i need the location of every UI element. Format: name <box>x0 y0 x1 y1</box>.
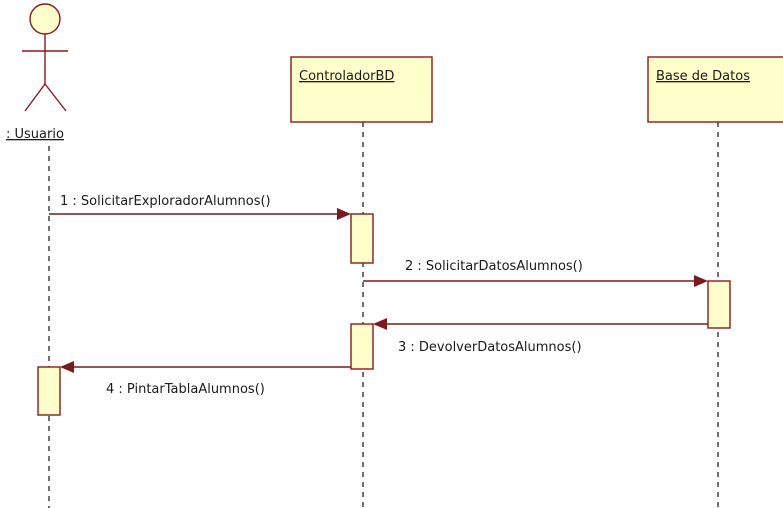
actor-usuario: : Usuario <box>6 3 68 142</box>
object-base-de-datos: Base de Datos <box>647 56 783 123</box>
object-base-de-datos-label: Base de Datos <box>656 69 750 84</box>
object-controladorbd-box <box>290 56 433 123</box>
message-4-label: 4 : PintarTablaAlumnos() <box>106 382 265 397</box>
message-2: 2 : SolicitarDatosAlumnos() <box>363 259 708 287</box>
message-3: 3 : DevolverDatosAlumnos() <box>373 318 708 355</box>
actor-right-leg-icon <box>44 83 67 112</box>
message-1: 1 : SolicitarExploradorAlumnos() <box>49 194 351 220</box>
message-2-label: 2 : SolicitarDatosAlumnos() <box>405 259 583 274</box>
activation-controladorbd-2 <box>350 323 374 370</box>
message-3-label: 3 : DevolverDatosAlumnos() <box>398 340 582 355</box>
object-base-de-datos-box <box>647 56 783 123</box>
actor-head-icon <box>29 3 61 35</box>
activation-usuario <box>37 366 61 416</box>
activation-controladorbd-1 <box>350 213 374 264</box>
object-controladorbd-label: ControladorBD <box>299 69 394 84</box>
message-1-label: 1 : SolicitarExploradorAlumnos() <box>60 194 271 209</box>
actor-usuario-label: : Usuario <box>6 127 64 142</box>
object-controladorbd: ControladorBD <box>290 56 433 123</box>
message-4: 4 : PintarTablaAlumnos() <box>60 361 351 397</box>
activation-base-de-datos <box>707 280 731 329</box>
actor-left-leg-icon <box>24 83 46 112</box>
